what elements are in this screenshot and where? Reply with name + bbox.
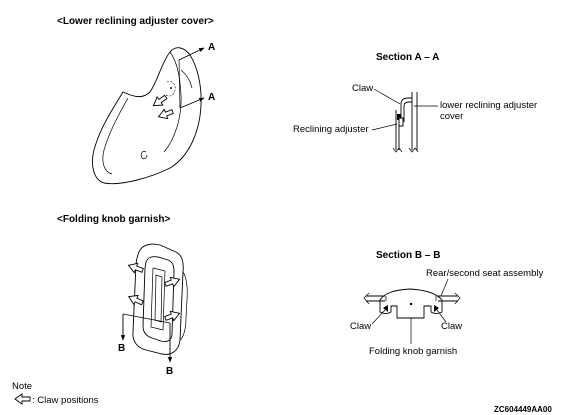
leader-claw-b-left [371,309,386,325]
section-marker-a-top: A [208,42,215,53]
figure-code: ZC604449AA00 [494,405,552,414]
label-claw-b-right: Claw [441,321,462,332]
hollow-arrow-icon [127,294,144,306]
label-cover-line2: cover [440,111,463,122]
hollow-arrow-icon [127,262,144,274]
hollow-arrow-icon [152,94,168,107]
hollow-arrow-icon [164,276,181,288]
garnish-section-title: <Folding knob garnish> [57,214,171,225]
hollow-arrow-icon [14,393,31,405]
label-claw-b-left: Claw [350,321,371,332]
section-cut-arrow-icon [120,313,173,363]
section-marker-b-right: B [166,366,173,377]
section-marker-b-left: B [118,343,125,354]
legend-claw-positions: : Claw positions [32,395,99,406]
section-a-drawing [392,92,419,153]
leader-claw-b-right [436,309,447,323]
label-cover-line1: lower reclining adjuster [440,100,537,111]
folding-knob-garnish-drawing [132,243,188,355]
leader-claw-a [373,88,401,105]
leader-seat-assembly [440,278,449,297]
leader-adjuster [371,123,398,131]
hollow-arrow-icon [157,108,174,120]
label-claw-a: Claw [352,83,373,94]
reclining-cover-drawing [92,47,202,185]
hollow-arrow-icon [164,310,181,322]
section-b-title: Section B – B [376,250,440,261]
cover-section-title: <Lower reclining adjuster cover> [57,16,214,27]
section-marker-a-bottom: A [208,92,215,103]
legend-note: Note [12,381,32,392]
label-seat-assembly: Rear/second seat assembly [426,268,543,279]
section-a-title: Section A – A [376,52,439,63]
label-reclining-adjuster: Reclining adjuster [293,124,369,135]
section-b-drawing [363,288,461,319]
label-folding-knob-garnish: Folding knob garnish [369,346,457,357]
section-cut-arrow-icon [178,47,205,109]
